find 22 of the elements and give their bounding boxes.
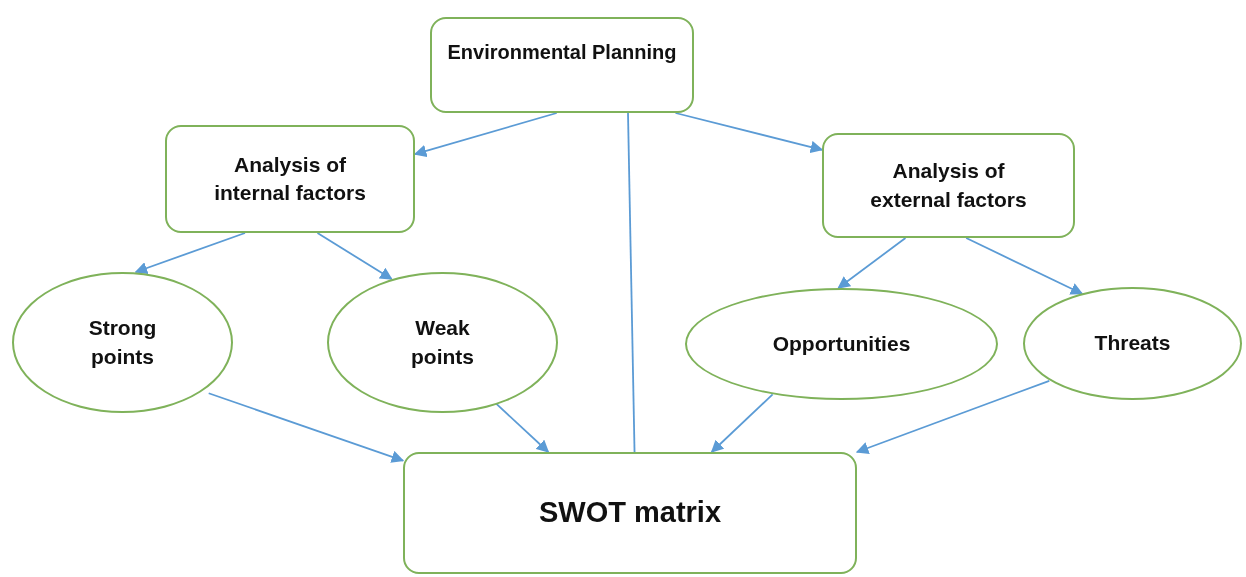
arrow	[837, 237, 907, 289]
connector-line	[627, 112, 636, 453]
arrow	[494, 402, 550, 453]
arrow	[674, 112, 824, 154]
process-box	[165, 125, 415, 233]
process-box	[430, 17, 694, 113]
node-label: SWOT matrix	[538, 495, 722, 531]
arrow	[316, 232, 393, 280]
node-label: Environmental Planning	[447, 40, 677, 65]
arrow	[965, 237, 1084, 295]
process-box	[403, 452, 857, 574]
node-label: Strong points	[87, 315, 158, 370]
arrow	[710, 393, 774, 453]
node-label: Opportunities	[772, 330, 911, 357]
arrow	[855, 379, 1051, 454]
node-label: Analysis of external factors	[869, 158, 1028, 213]
node-label: Weak points	[410, 315, 475, 370]
process-box	[822, 133, 1075, 238]
arrow	[134, 232, 246, 275]
node-label: Threats	[1094, 330, 1171, 357]
arrow	[413, 112, 558, 158]
node-label: Analysis of internal factors	[213, 151, 367, 206]
